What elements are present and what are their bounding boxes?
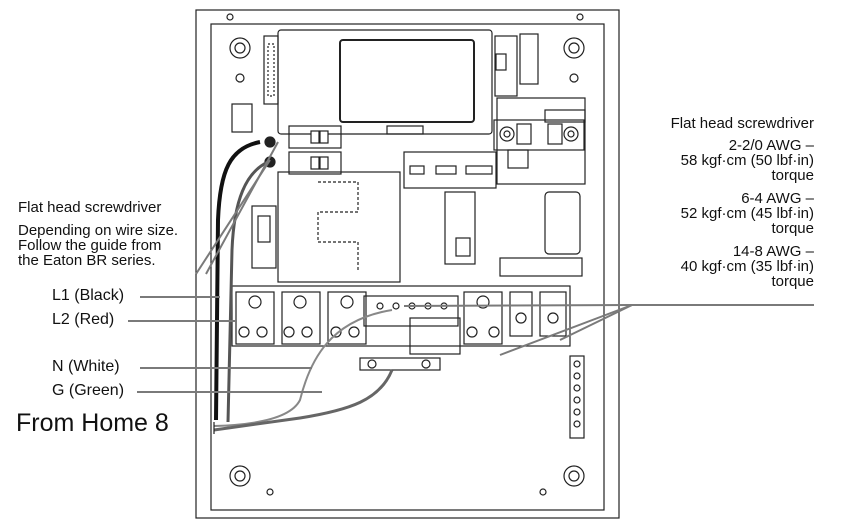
spec-1-unit: torque [771,167,814,184]
spec-3-gauge: 14-8 AWG – [732,243,814,260]
l3-terminal [327,291,367,345]
mount-hole-tr [563,37,585,59]
control-board [277,29,493,135]
display [339,39,475,123]
spec-1-torque: 58 kgf·cm (50 lbf·in) [680,152,814,169]
l1-terminal [235,291,275,345]
terminal-row [231,285,571,347]
left-tool-label: Flat head screwdriver [18,199,162,216]
n-label: N (White) [52,358,120,375]
breaker-upper [288,125,342,149]
n-wire [213,309,393,427]
spec-2-gauge: 6-4 AWG – [741,190,814,207]
right-terminal [463,291,567,345]
l2-wire [226,160,269,423]
l1-label: L1 (Black) [52,287,125,304]
ground-bar [569,355,585,439]
g-label: G (Green) [52,382,125,399]
source-label: From Home 8 [16,409,169,437]
spec-1-gauge: 2-2/0 AWG – [728,137,814,154]
left-note-line3: the Eaton BR series. [18,252,156,269]
main-terminal [493,119,585,151]
mount-hole-br [563,465,585,487]
spec-3-torque: 40 kgf·cm (35 lbf·in) [680,258,814,275]
neutral-bar [363,295,459,327]
left-note-line2: Follow the guide from [18,237,162,254]
right-tool-label: Flat head screwdriver [670,115,814,132]
l2-terminal [281,291,321,345]
spec-2-unit: torque [771,220,814,237]
breaker-lower [288,151,342,175]
spec-2-torque: 52 kgf·cm (45 lbf·in) [680,205,814,222]
enclosure-outer [195,9,620,519]
mount-hole-tl [229,37,251,59]
l1-wire [214,140,261,421]
mount-hole-bl [229,465,251,487]
l2-label: L2 (Red) [52,311,115,328]
enclosure-inner [210,23,605,511]
left-note-line1: Depending on wire size. [18,222,179,239]
spec-3-unit: torque [771,273,814,290]
g-wire [213,369,394,432]
neutral-lug-bar [359,357,441,371]
